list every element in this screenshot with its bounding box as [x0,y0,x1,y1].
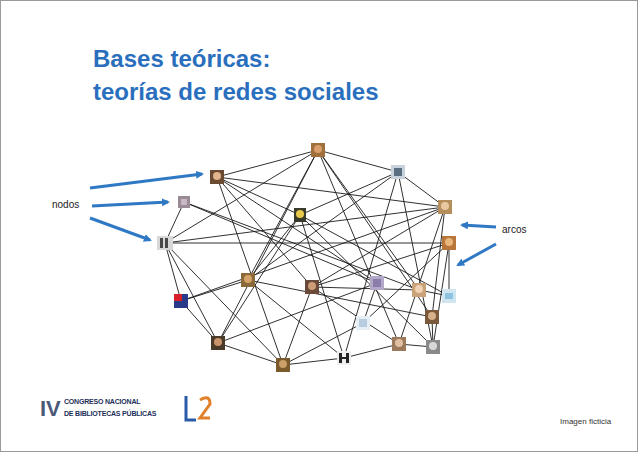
avatar-icons [157,143,456,372]
network-arcs [165,150,449,365]
callout-label: arcos [502,224,526,235]
logo-text: CONGRESO NACIONAL [64,398,140,406]
logo-numeral: IV [40,397,61,421]
pointer-arrows [90,174,496,265]
logo-text: DE BIBLIOTECAS PÚBLICAS [64,410,156,418]
title-wrap-spacer [293,42,403,75]
slide-title: Bases teóricas: teorías de redes sociale… [93,42,403,108]
congress-logo-mark [186,396,210,420]
callout-label: nodos [52,199,79,210]
note-text: Imagen ficticia [560,418,611,427]
